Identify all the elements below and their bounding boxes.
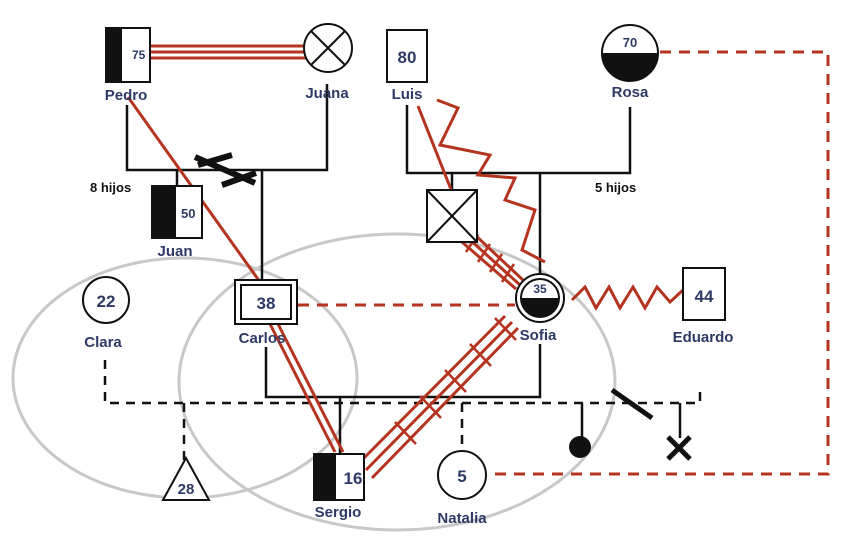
unknown-child-age: 28 — [178, 481, 195, 498]
eduardo-name: Eduardo — [673, 329, 734, 346]
juana-name: Juana — [305, 85, 349, 102]
rosa-age: 70 — [623, 35, 637, 50]
sergio-symbol[interactable]: 16 — [313, 453, 365, 501]
juana-symbol[interactable] — [303, 23, 353, 73]
carlos-age: 38 — [257, 294, 276, 313]
conflict-hatches — [394, 233, 517, 445]
carlos-name: Carlos — [239, 330, 286, 347]
sergio-name: Sergio — [315, 504, 362, 521]
cutoff-slash — [610, 387, 654, 421]
sofia-age: 35 — [533, 282, 547, 296]
carlos-symbol[interactable]: 38 — [234, 279, 298, 325]
pedro-age: 75 — [132, 48, 146, 62]
natalia-symbol[interactable]: 5 — [437, 450, 487, 500]
pedro-symbol[interactable]: 75 — [105, 27, 151, 83]
pedro-name: Pedro — [105, 87, 148, 104]
other-children-lines — [580, 403, 682, 440]
rosa-name: Rosa — [612, 84, 649, 101]
sergio-age: 16 — [344, 469, 363, 488]
dashed-lines — [103, 360, 702, 460]
pedro-juana-sibling-count: 8 hijos — [90, 180, 131, 195]
clara-symbol[interactable]: 22 — [82, 276, 130, 324]
clara-age: 22 — [97, 292, 116, 311]
rosa-symbol[interactable]: 70 — [601, 24, 659, 82]
miscarriage-marker — [569, 436, 591, 458]
family-lines — [125, 84, 632, 455]
hostile-zigzags — [436, 98, 685, 312]
natalia-age: 5 — [457, 467, 466, 486]
juan-name: Juan — [157, 243, 192, 260]
sofia-name: Sofia — [520, 327, 557, 344]
juan-symbol[interactable]: 50 — [151, 185, 203, 239]
rosa-natalia-link — [487, 50, 830, 476]
stillbirth-x-marker — [666, 435, 692, 461]
luis-rosa-sibling-count: 5 hijos — [595, 180, 636, 195]
unknown-sex-child-symbol[interactable]: 28 — [161, 455, 211, 501]
eduardo-age: 44 — [695, 287, 714, 306]
natalia-name: Natalia — [437, 510, 487, 527]
juan-age: 50 — [181, 206, 195, 221]
luis-age: 80 — [398, 48, 417, 67]
household-circle-right — [177, 232, 617, 532]
luis-name: Luis — [392, 86, 423, 103]
eduardo-symbol[interactable]: 44 — [682, 267, 726, 321]
sofia-symbol[interactable]: 35 — [515, 273, 565, 323]
luis-symbol[interactable]: 80 — [386, 29, 428, 83]
clara-name: Clara — [84, 334, 122, 351]
deceased-child-symbol[interactable] — [426, 189, 478, 243]
divorce-slash — [193, 152, 257, 188]
